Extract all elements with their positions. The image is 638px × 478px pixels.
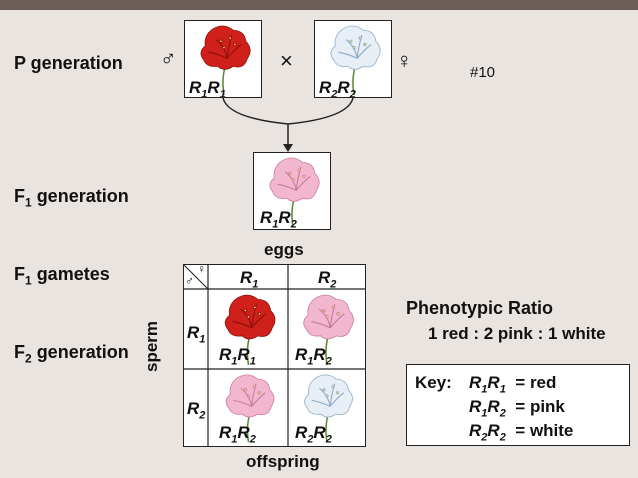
- egg-gamete-r2: R2: [318, 268, 337, 291]
- f1-genotype: R1R2: [260, 208, 297, 230]
- cell-genotype: R1R2: [295, 345, 332, 368]
- phenotypic-ratio-title: Phenotypic Ratio: [406, 298, 554, 318]
- slide-number-tag: #10: [470, 64, 496, 81]
- sperm-label: sperm: [142, 320, 161, 372]
- cell-genotype: R2R2: [295, 423, 332, 446]
- f1-gametes-label: F1 gametes: [14, 264, 110, 288]
- f1-generation-label: F1 generation: [14, 186, 129, 210]
- top-border-bar: [0, 0, 638, 10]
- cross-symbol: ×: [280, 48, 293, 73]
- p-generation-label: P generation: [14, 53, 123, 73]
- p-red-flower-tile: R1R1: [184, 20, 262, 98]
- corner-female-symbol: ♀: [197, 262, 206, 276]
- punnett-cell-r2r2: R2R2: [289, 370, 365, 446]
- p-red-genotype: R1R1: [189, 78, 226, 98]
- f1-pink-flower-tile: R1R2: [253, 152, 331, 230]
- egg-gamete-r1: R1: [240, 268, 259, 291]
- male-symbol: ♂: [160, 46, 177, 71]
- p-white-flower-tile: R2R2: [314, 20, 392, 98]
- f2-generation-label: F2 generation: [14, 342, 129, 366]
- punnett-grid-lines: [184, 265, 365, 446]
- punnett-cell-r1r2-top: R1R2: [289, 290, 365, 369]
- punnett-cell-r1r2-bottom: R1R2: [209, 370, 288, 446]
- sperm-gamete-r2: R2: [187, 399, 206, 422]
- punnett-cell-r1r1: R1R1: [209, 290, 288, 369]
- genotype-key-box: Key: R1R1 = red R1R2 = pink R2R2 = white: [406, 364, 630, 446]
- cell-genotype: R1R2: [219, 423, 256, 446]
- punnett-square: ♀ ♂ R1 R2 R1 R2 R1R1 R1R2 R1R2 R2R2: [183, 262, 366, 447]
- female-symbol: ♀: [396, 48, 413, 73]
- key-row-white: R2R2 = white: [469, 421, 574, 444]
- cell-genotype: R1R1: [219, 345, 256, 368]
- p-white-genotype: R2R2: [319, 78, 356, 98]
- key-label: Key:: [415, 373, 452, 392]
- key-row-pink: R1R2 = pink: [469, 397, 565, 420]
- sperm-gamete-r1: R1: [187, 323, 206, 346]
- corner-male-symbol: ♂: [185, 274, 194, 288]
- offspring-label: offspring: [246, 452, 320, 471]
- key-row-red: R1R1 = red: [469, 373, 557, 396]
- phenotypic-ratio-value: 1 red : 2 pink : 1 white: [428, 324, 606, 343]
- eggs-label: eggs: [264, 240, 304, 259]
